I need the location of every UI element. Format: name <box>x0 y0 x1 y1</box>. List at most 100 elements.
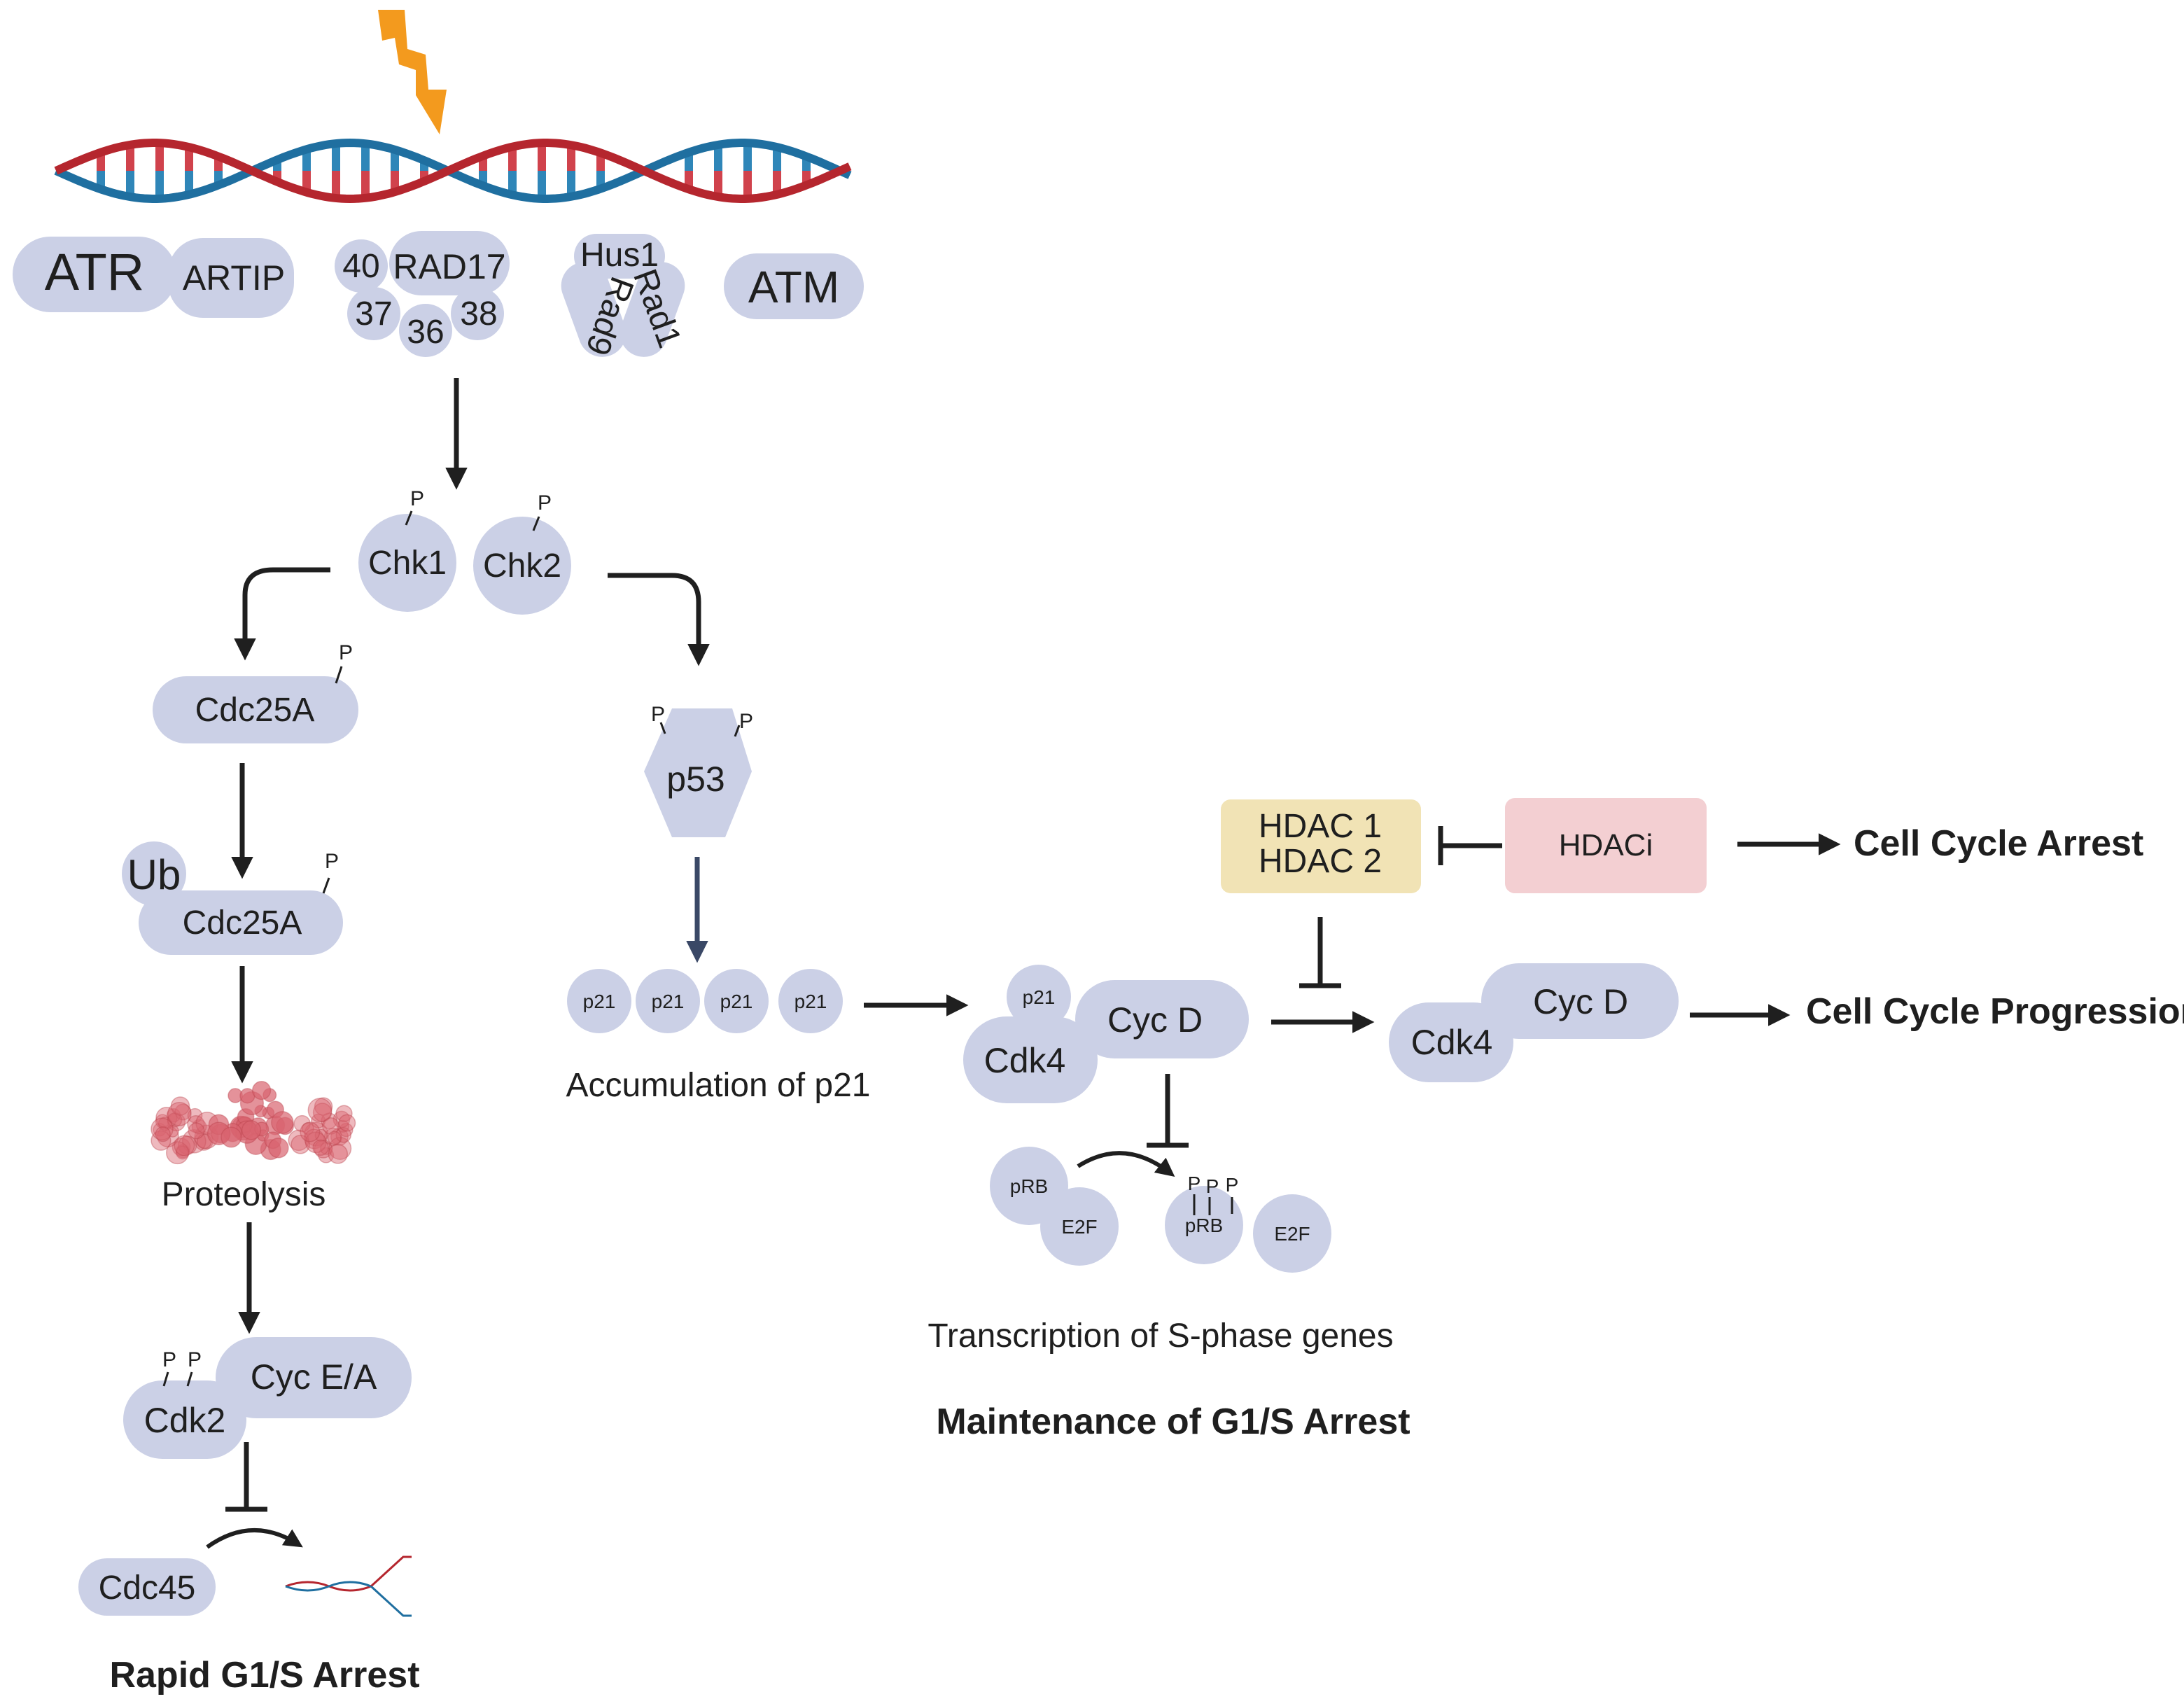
proteasome-particle <box>293 1114 311 1133</box>
proteasome-particle <box>167 1112 183 1128</box>
active-cycd-label: Cyc D <box>1533 982 1628 1021</box>
rfc37-label: 37 <box>355 295 392 333</box>
rfc38-node <box>451 287 504 340</box>
rfc36-label: 36 <box>407 314 444 351</box>
proteasome-particle <box>328 1143 349 1164</box>
proteasome-particle <box>220 1126 242 1148</box>
proteasome-particle <box>311 1113 326 1128</box>
cycd-node <box>1075 980 1249 1058</box>
proteasome-particle <box>187 1107 203 1124</box>
proteasome-particle <box>338 1114 356 1132</box>
rad9-node <box>561 262 626 357</box>
chk1-label: Chk1 <box>368 545 447 582</box>
proteasome-particle <box>191 1119 207 1135</box>
fork-strand <box>370 1585 412 1617</box>
proteasome-particle <box>268 1138 289 1159</box>
proteasome-particle <box>166 1108 181 1123</box>
proteasome-particle <box>271 1111 294 1134</box>
proteasome-particle <box>288 1129 309 1152</box>
proteasome-particle <box>188 1122 205 1140</box>
proteasome-particle <box>150 1117 174 1140</box>
cdk4-node <box>963 1016 1098 1103</box>
cell-cycle-progression-label: Cell Cycle Progression <box>1806 991 2184 1032</box>
phospho-label: P <box>410 487 424 510</box>
arrow-chk-to-p53 <box>608 573 710 666</box>
phospho-stick <box>734 725 741 737</box>
phospho-prb-and-e2f: pRB E2F P P P <box>1165 1173 1331 1273</box>
proteasome-icon <box>150 1080 356 1165</box>
p21-node <box>567 969 631 1033</box>
proteasome-particle <box>314 1128 328 1142</box>
maintenance-arrest-title: Maintenance of G1/S Arrest <box>936 1401 1410 1442</box>
proteasome-particle <box>314 1140 333 1159</box>
phospho-label: P <box>538 491 552 515</box>
p21-node <box>1007 965 1071 1029</box>
phospho-stick <box>162 1371 169 1387</box>
hdac1-label: HDAC 1 <box>1259 808 1382 845</box>
inhibition-cdk2 <box>225 1442 267 1512</box>
p21-node <box>778 969 843 1033</box>
proteasome-particle <box>155 1126 171 1142</box>
rfc38-label: 38 <box>460 295 497 333</box>
cdk2-node <box>123 1380 246 1459</box>
proteasome-particle <box>312 1103 332 1122</box>
proteasome-particle <box>175 1144 190 1159</box>
proteasome-particle <box>322 1117 340 1135</box>
proteasome-particle <box>332 1110 351 1128</box>
rfc37-node <box>347 287 400 340</box>
cell-cycle-arrest-label: Cell Cycle Arrest <box>1854 823 2143 864</box>
proteasome-particle <box>241 1120 262 1140</box>
p21-cdk4-cycd-complex: p21 Cyc D Cdk4 <box>963 965 1249 1103</box>
proteasome-particle <box>336 1119 349 1133</box>
phospho-stick <box>659 722 666 734</box>
hdac2-label: HDAC 2 <box>1259 843 1382 880</box>
phospho-stick <box>335 666 343 684</box>
proteolysis-label: Proteolysis <box>162 1176 326 1213</box>
artip-label: ARTIP <box>183 258 285 298</box>
proteasome-particle <box>157 1125 179 1148</box>
ub-label: Ub <box>127 851 181 898</box>
phospho-label: P <box>339 641 353 664</box>
p21-label: p21 <box>794 991 827 1012</box>
arrow-chk-to-cdc25a <box>234 567 330 661</box>
phospho-prb-label: pRB <box>1185 1215 1223 1236</box>
hdaci-label: HDACi <box>1559 828 1653 862</box>
cdc25a-label: Cdc25A <box>195 692 315 729</box>
911-clamp-complex: Hus1 Rad9 Rad1 <box>561 234 688 360</box>
proteasome-particle <box>174 1103 192 1121</box>
p53-node <box>644 708 752 837</box>
phospho-stick <box>532 516 540 531</box>
dna-helix-icon <box>54 138 852 204</box>
rfc40-label: 40 <box>342 248 379 285</box>
phospho-label: P <box>188 1348 202 1371</box>
rad17-label: RAD17 <box>393 247 505 286</box>
lightning-bolt-icon <box>378 10 447 134</box>
cdc45-label: Cdc45 <box>99 1569 196 1607</box>
hdaci-box <box>1505 798 1707 893</box>
proteasome-particle <box>300 1121 321 1142</box>
phospho-prb-node <box>1165 1186 1243 1264</box>
p21-label: p21 <box>1023 986 1056 1008</box>
chk1-node <box>358 514 456 612</box>
cycd-label: Cyc D <box>1107 1000 1203 1040</box>
proteasome-particle <box>330 1127 349 1146</box>
proteasome-particle <box>320 1142 333 1155</box>
prb-label: pRB <box>1010 1175 1048 1197</box>
free-e2f-label: E2F <box>1274 1223 1310 1245</box>
active-cycd-node <box>1481 963 1679 1039</box>
proteasome-particle <box>321 1112 338 1130</box>
proteasome-particle <box>181 1128 206 1154</box>
active-cdk4-node <box>1389 1002 1513 1082</box>
arrow-cdc45-to-replication <box>206 1527 303 1549</box>
proteasome-particle <box>327 1131 342 1145</box>
cyc-ea-node <box>216 1337 412 1418</box>
free-e2f-node <box>1253 1194 1331 1273</box>
fork-strand <box>285 1581 372 1592</box>
proteasome-particle <box>177 1135 197 1155</box>
proteasome-particle <box>328 1137 352 1160</box>
rad1-node <box>620 262 685 357</box>
proteasome-particle <box>167 1102 192 1126</box>
proteasome-particle <box>307 1098 332 1123</box>
atr-complex: ATR ARTIP <box>13 237 294 318</box>
